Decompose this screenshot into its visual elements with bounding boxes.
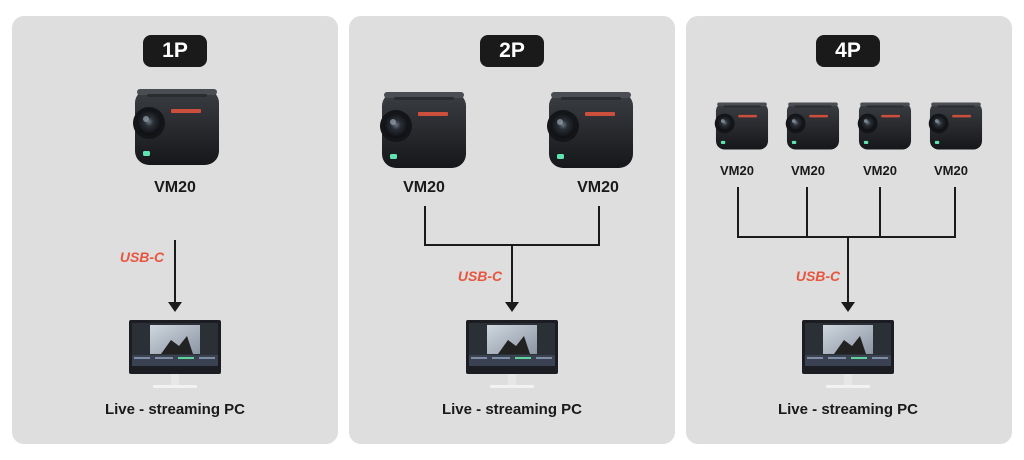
camera-icon [785, 102, 840, 150]
camera-icon [547, 92, 633, 168]
camera-label: VM20 [791, 163, 825, 178]
connection-label: USB-C [795, 268, 841, 284]
arrow-down-icon [841, 302, 855, 312]
camera-label: VM20 [863, 163, 897, 178]
destination-label: Live - streaming PC [104, 401, 246, 418]
arrow-down-icon [505, 302, 519, 312]
panel-badge-4p: 4P [816, 35, 880, 67]
arrow-down-icon [168, 302, 182, 312]
camera-label: VM20 [934, 163, 968, 178]
connector-line [424, 206, 600, 246]
camera-icon [928, 102, 983, 150]
camera-icon [133, 89, 219, 165]
camera-label: VM20 [577, 179, 619, 196]
camera-label: VM20 [720, 163, 754, 178]
camera-icon [714, 102, 769, 150]
monitor-icon [129, 320, 221, 388]
destination-label: Live - streaming PC [441, 401, 583, 418]
monitor-icon [802, 320, 894, 388]
connector-line [737, 187, 956, 238]
camera-label: VM20 [154, 179, 196, 196]
camera-label: VM20 [403, 179, 445, 196]
connection-label: USB-C [119, 249, 165, 265]
panel-badge-2p: 2P [480, 35, 544, 67]
destination-label: Live - streaming PC [777, 401, 919, 418]
camera-icon [380, 92, 466, 168]
panel-badge-1p: 1P [143, 35, 207, 67]
connection-label: USB-C [457, 268, 503, 284]
monitor-icon [466, 320, 558, 388]
camera-icon [857, 102, 912, 150]
